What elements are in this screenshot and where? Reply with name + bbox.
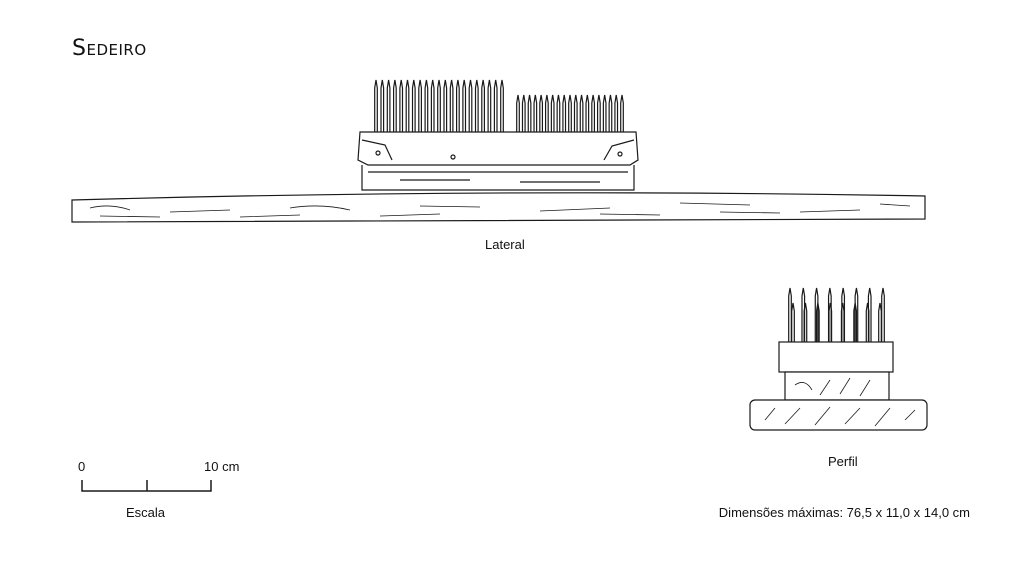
tine — [573, 94, 578, 133]
tines-short-row — [516, 94, 624, 133]
tines-profile — [788, 287, 885, 343]
profile-comb-block — [778, 341, 894, 373]
tine — [620, 94, 624, 133]
tine — [788, 287, 792, 343]
profile-base — [749, 399, 928, 431]
tine — [828, 302, 833, 343]
tine — [487, 79, 492, 133]
lateral-view-drawing — [71, 79, 926, 223]
tine — [424, 79, 429, 133]
tine — [374, 79, 378, 133]
tine — [393, 79, 397, 133]
tine — [405, 79, 410, 133]
tine — [585, 94, 590, 133]
tine — [443, 79, 448, 133]
tine — [474, 79, 479, 133]
tine — [854, 287, 859, 343]
scale-bar — [81, 480, 212, 492]
profile-mid-block — [784, 371, 890, 401]
tine — [614, 94, 619, 133]
tine — [462, 79, 467, 133]
scale-end-label: 10 cm — [204, 459, 240, 474]
tine — [456, 79, 460, 133]
tine — [591, 94, 596, 133]
tine — [527, 94, 532, 133]
tine — [556, 94, 561, 133]
tine — [568, 94, 572, 133]
tine — [481, 79, 485, 133]
comb-base — [361, 165, 635, 191]
tine — [539, 94, 544, 133]
tine — [544, 94, 549, 133]
tine — [840, 302, 845, 343]
profile-label: Perfil — [828, 454, 858, 469]
tine — [449, 79, 454, 133]
tine — [865, 302, 870, 343]
tine — [380, 79, 385, 133]
tine — [418, 79, 422, 133]
tine — [493, 79, 498, 133]
dimensions-text: Dimensões máximas: 76,5 x 11,0 x 14,0 cm — [718, 505, 970, 520]
tine — [500, 79, 504, 133]
tine — [411, 79, 416, 133]
tine — [815, 302, 820, 343]
tine — [386, 79, 391, 133]
lateral-label: Lateral — [485, 237, 525, 252]
tine — [878, 302, 882, 343]
tine — [579, 94, 584, 133]
tine — [516, 94, 520, 133]
tine — [803, 302, 808, 343]
tine — [791, 302, 795, 343]
tine — [608, 94, 613, 133]
comb-corner-left — [361, 139, 393, 161]
tine — [596, 94, 601, 133]
scale-start-label: 0 — [78, 459, 86, 474]
page-title: Sedeiro — [72, 36, 147, 61]
tine — [602, 94, 607, 133]
comb-block — [357, 131, 639, 166]
tine — [468, 79, 473, 133]
profile-view-drawing — [749, 287, 928, 431]
scale-caption: Escala — [126, 505, 166, 520]
tine — [399, 79, 404, 133]
tines-long-row — [374, 79, 504, 133]
tine — [881, 287, 885, 343]
tine — [521, 94, 526, 133]
tine — [562, 94, 567, 133]
tine — [853, 302, 858, 343]
tine — [437, 79, 441, 133]
tine — [550, 94, 555, 133]
tine — [814, 287, 819, 343]
comb-corner-right — [603, 139, 635, 161]
tine — [533, 94, 538, 133]
tine — [430, 79, 435, 133]
stick — [71, 192, 926, 223]
